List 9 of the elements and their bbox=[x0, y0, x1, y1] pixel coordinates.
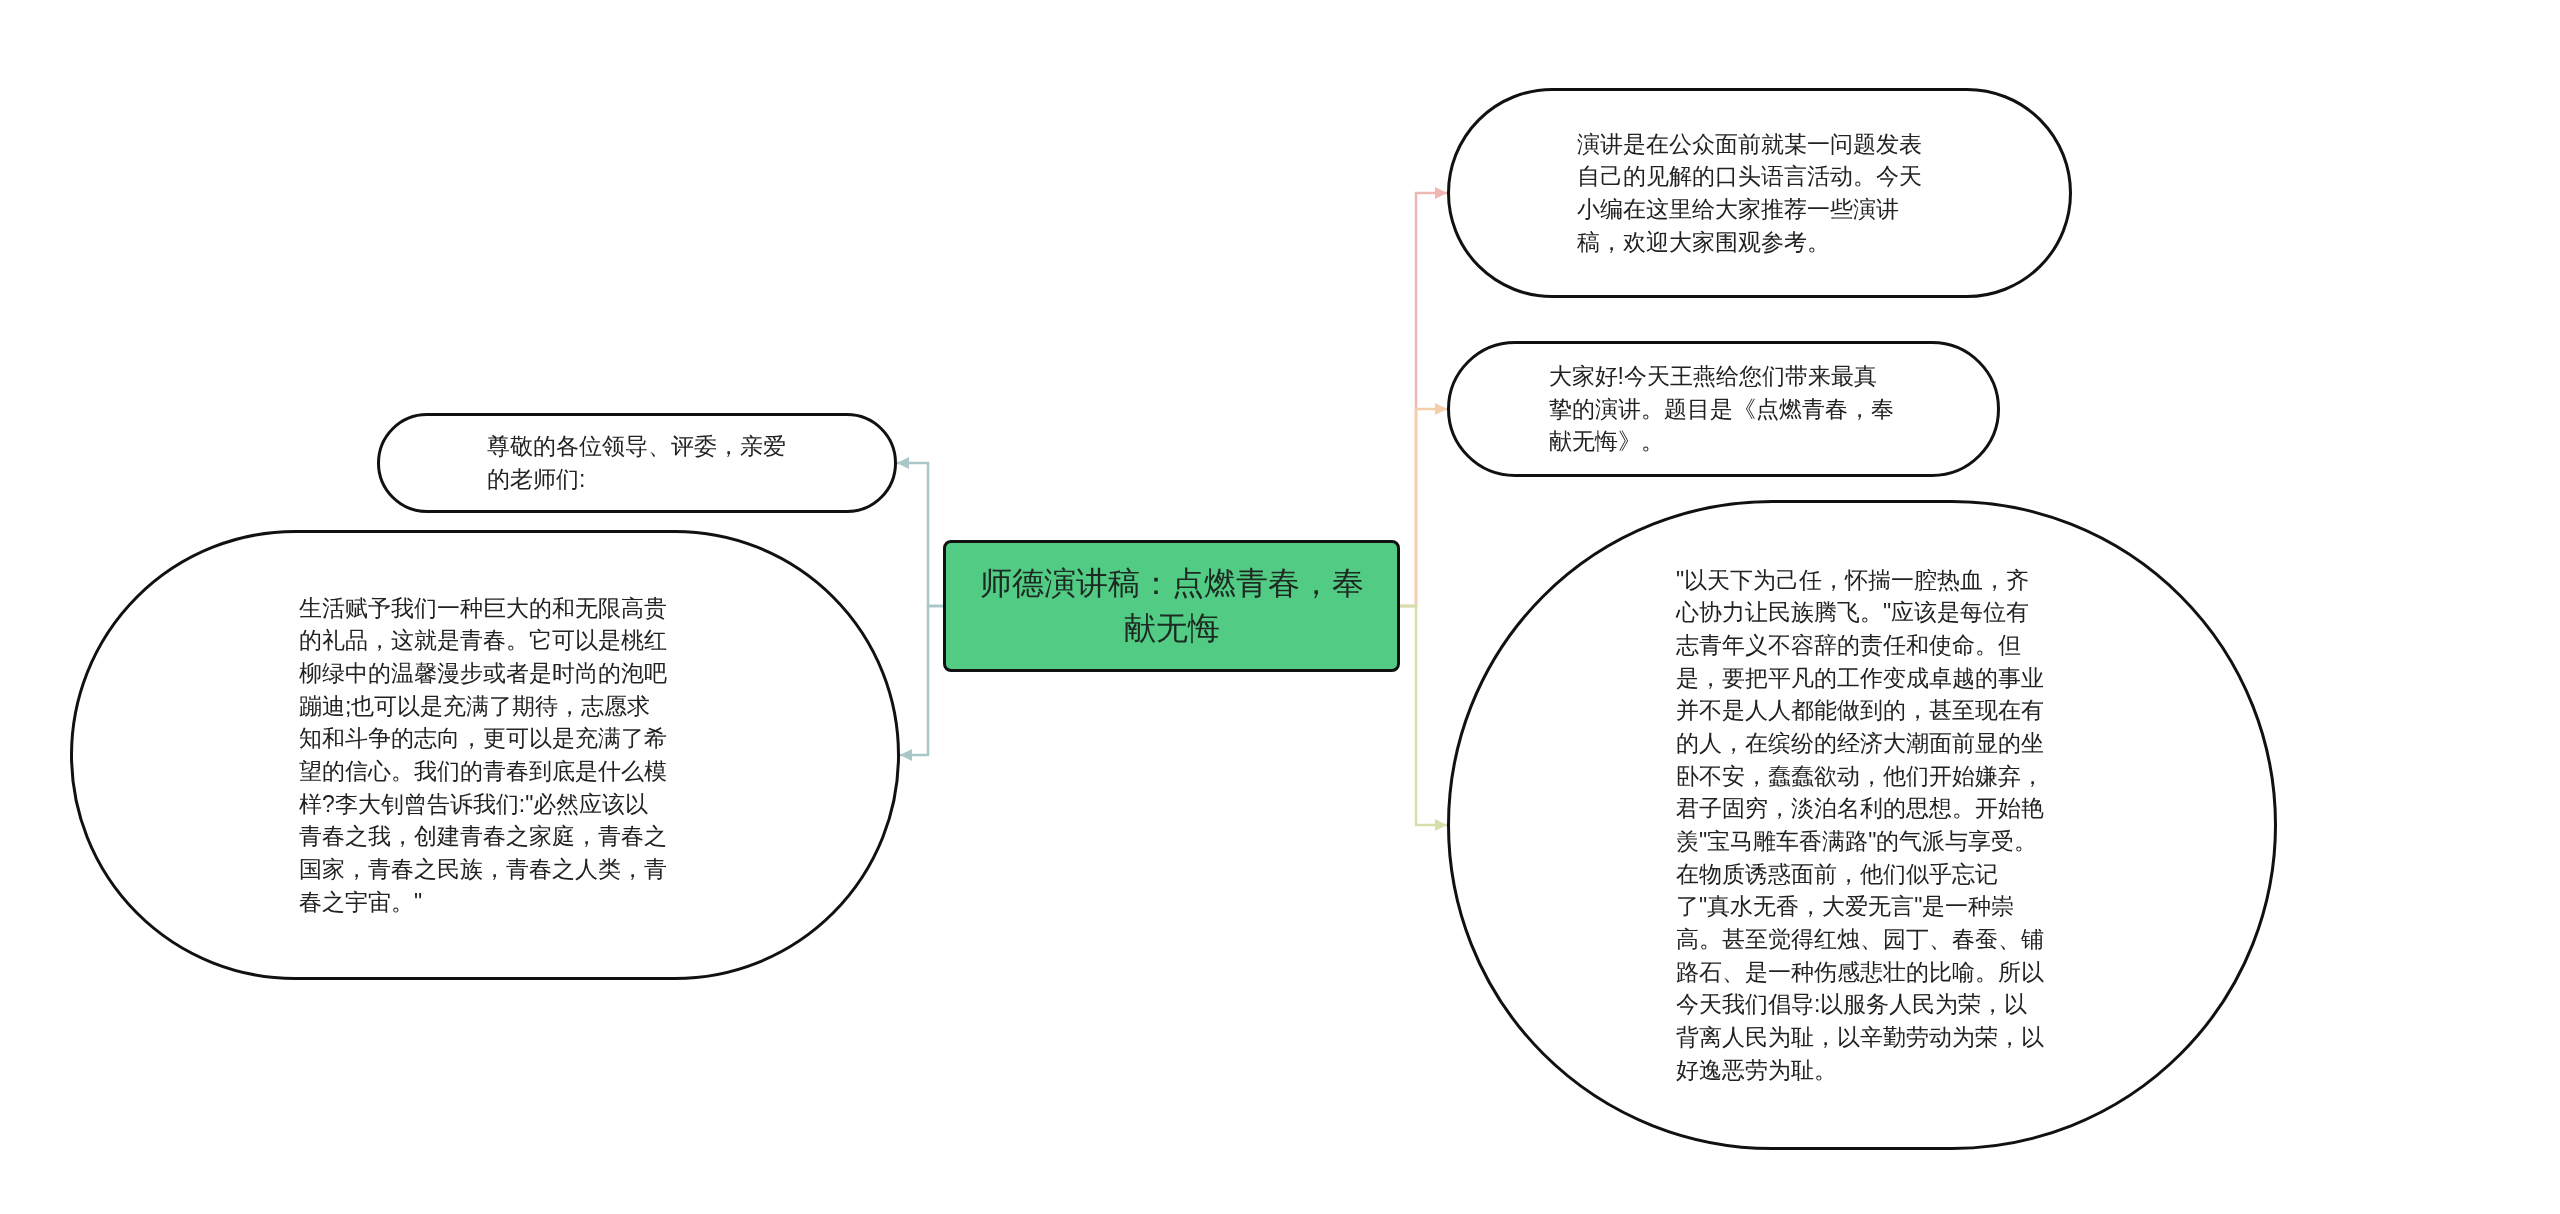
node-text: 生活赋予我们一种巨大的和无限高贵的礼品，这就是青春。它可以是桃红柳绿中的温馨漫步或者是时尚的泡吧蹦迪;也可以是充满了期待，志愿求知和斗争的志向，更可以是充满了希望的信心。我们的青春到底是什么模样?李大钊曾告诉我们:"必然应该以青春之我，创建青春之家庭，青春之国家，青春之民族，青春之人类，青春之宇宙。" bbox=[299, 593, 668, 917]
node-text: 演讲是在公众面前就某一问题发表自己的见解的口头语言活动。今天小编在这里给大家推荐一些演讲稿，欢迎大家围观参考。 bbox=[1577, 129, 1923, 257]
node-text: 尊敬的各位领导、评委，亲爱的老师们: bbox=[487, 432, 787, 494]
connector-arrow bbox=[900, 604, 943, 761]
connector-arrow bbox=[1400, 604, 1447, 831]
node-text: 大家好!今天王燕给您们带来最真挚的演讲。题目是《点燃青春，奉献无悔》。 bbox=[1548, 362, 1895, 457]
node-text: "以天下为己任，怀揣一腔热血，齐心协力让民族腾飞。"应该是每位有志青年义不容辞的责任和使命。但是，要把平凡的工作变成卓越的事业并不是人人都能做到的，甚至现在有的人，在缤纷的经济大潮面前显的坐卧不安，蠢蠢欲动，他们开始嫌弃，君子固穷，淡泊名利的思想。开始艳羡"宝马雕车香满路"的气派与享受。在物质诱惑面前，他们似乎忘记了"真水无香，大爱无言"是一种崇高。甚至觉得红烛、园丁、春蚕、铺路石、是一种伤感悲壮的比喻。所以今天我们倡导:以服务人民为荣，以背离人民为耻，以辛勤劳动为荣，以好逸恶劳为耻。 bbox=[1676, 565, 2045, 1085]
central-topic-node bbox=[943, 540, 1400, 672]
node-text: 师德演讲稿：点燃青春，奉献无悔 bbox=[978, 564, 1365, 648]
